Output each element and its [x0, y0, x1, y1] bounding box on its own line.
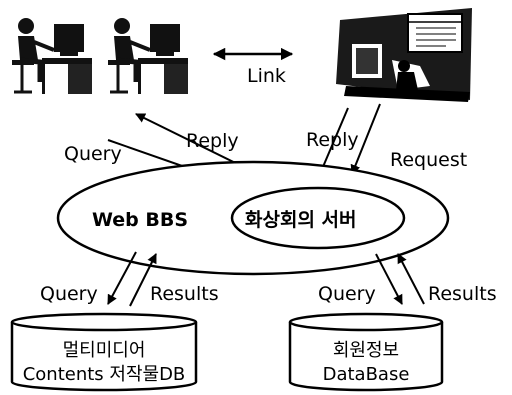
edge-label-request: Request	[390, 149, 467, 171]
edge-label-results: Results	[428, 283, 497, 305]
video-conference-server-ellipse	[230, 186, 406, 250]
edge-label-query: Query	[318, 283, 376, 305]
web-bbs-label: Web BBS	[92, 209, 188, 231]
link-label: Link	[247, 65, 286, 87]
user-workstation-icon	[12, 18, 92, 94]
edge-label-query: Query	[64, 143, 122, 165]
user-workstation-icon	[108, 18, 188, 94]
video-conference-server-label: 화상회의 서버	[245, 209, 357, 231]
member-info-db-cylinder: 회원정보 DataBase	[288, 312, 444, 392]
db-right-line2: DataBase	[323, 364, 410, 385]
db-left-line2: Contents 저작물DB	[23, 364, 186, 385]
edge-label-reply: Reply	[186, 130, 239, 152]
video-conference-workstation-icon	[336, 8, 472, 102]
db-left-line1: 멀티미디어	[63, 340, 146, 361]
edge-label-reply: Reply	[306, 129, 359, 151]
edge-label-results: Results	[150, 283, 219, 305]
multimedia-db-cylinder: 멀티미디어 Contents 저작물DB	[10, 312, 198, 392]
edge-label-query: Query	[40, 283, 98, 305]
db-right-line1: 회원정보	[333, 340, 399, 361]
